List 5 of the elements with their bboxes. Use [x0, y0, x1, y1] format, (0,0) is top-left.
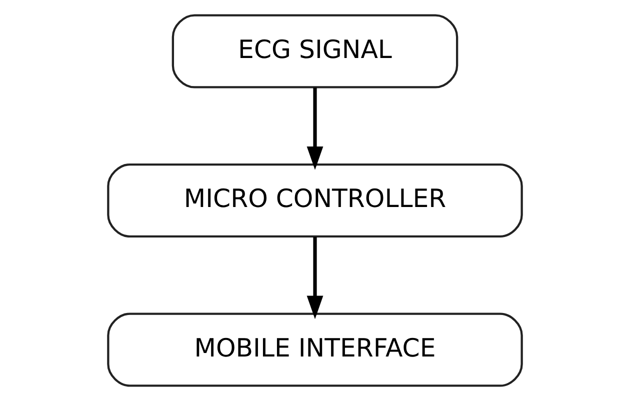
node-box: ECG SIGNAL [171, 14, 458, 88]
arrow [306, 88, 323, 170]
node-box: MOBILE INTERFACE [106, 312, 522, 387]
node-box: MICRO CONTROLLER [106, 163, 522, 238]
arrow [306, 236, 323, 320]
